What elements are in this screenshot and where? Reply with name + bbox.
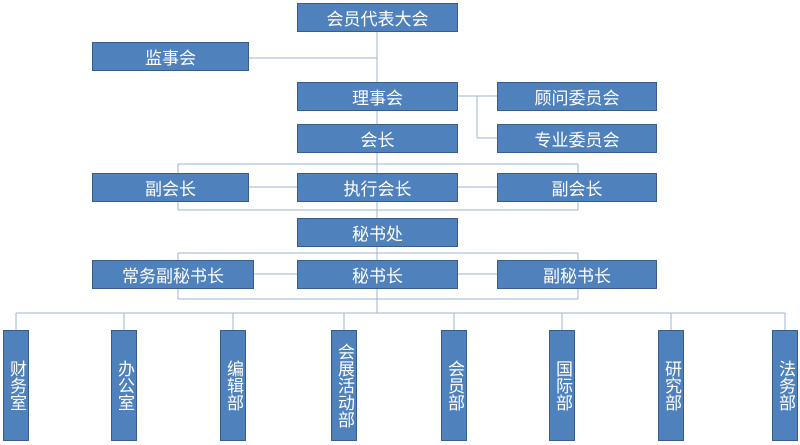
dept-legal: 法务部: [772, 330, 798, 441]
dept-exhibition-events: 会展活动部: [331, 330, 357, 441]
node-secretary-general: 秘书长: [297, 260, 458, 289]
node-president: 会长: [297, 124, 458, 153]
node-deputy-sg: 副秘书长: [497, 260, 657, 289]
node-executive-deputy-sg: 常务副秘书长: [92, 260, 254, 289]
node-executive-president: 执行会长: [297, 173, 458, 202]
node-special-committee: 专业委员会: [497, 124, 657, 153]
dept-research: 研究部: [658, 330, 684, 441]
node-vice-president-right: 副会长: [497, 173, 657, 202]
dept-editorial: 编辑部: [220, 330, 246, 441]
dept-international: 国际部: [549, 330, 575, 441]
dept-office: 办公室: [111, 330, 137, 441]
node-council: 理事会: [297, 82, 458, 111]
node-assembly: 会员代表大会: [297, 3, 458, 32]
node-vice-president-left: 副会长: [92, 173, 249, 202]
dept-membership: 会员部: [441, 330, 467, 441]
node-advisory: 顾问委员会: [497, 82, 657, 111]
node-supervisory: 监事会: [92, 42, 249, 71]
dept-finance: 财务室: [3, 330, 29, 441]
node-secretariat: 秘书处: [297, 218, 458, 247]
